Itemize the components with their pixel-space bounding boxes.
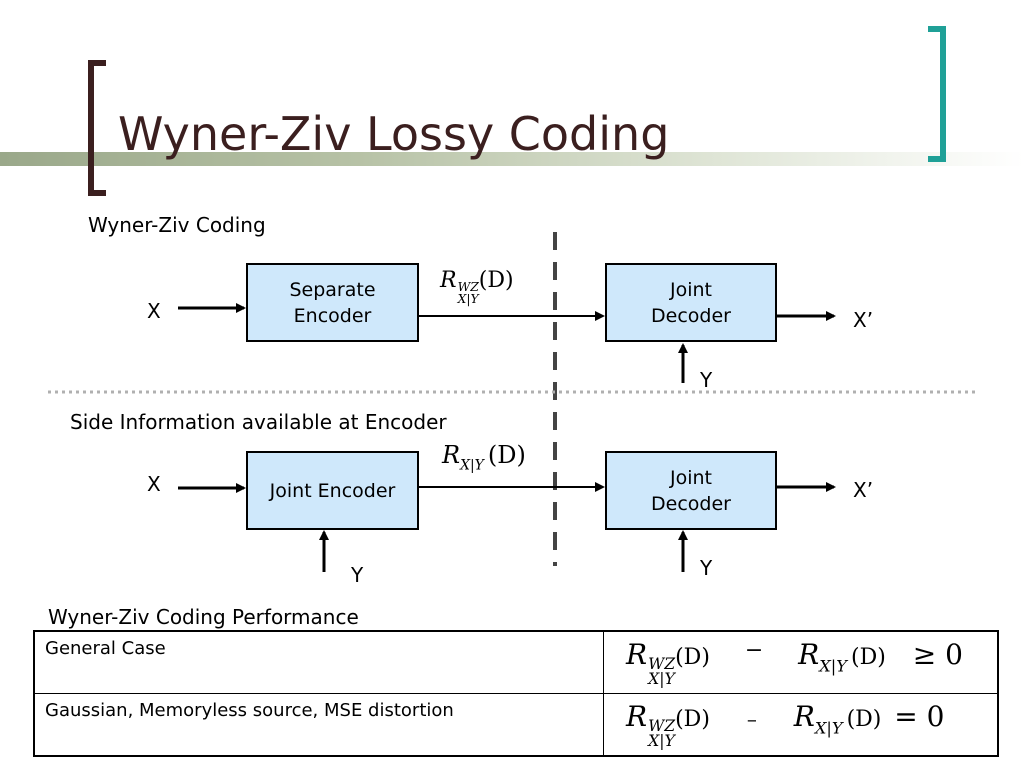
cond-rate-argument: (D): [851, 645, 886, 670]
wyner-ziv-heading: Wyner-Ziv Coding: [88, 213, 266, 237]
slide-title: Wyner-Ziv Lossy Coding: [118, 107, 670, 161]
top-decoder-line1: Joint: [669, 278, 712, 301]
cond-rate-symbol: R: [793, 700, 815, 734]
wz-rate-symbol: R: [626, 700, 648, 734]
encoder-side-info-label: Y: [351, 563, 364, 587]
bottom-decoder-line2: Decoder: [651, 492, 731, 515]
bottom-rate-subscript: X|Y: [460, 457, 484, 474]
top-joint-decoder-box: Joint Decoder: [605, 263, 777, 342]
performance-heading: Wyner-Ziv Coding Performance: [48, 605, 359, 629]
separate-encoder-line1: Separate: [289, 278, 376, 301]
wz-rate-symbol: R: [626, 638, 648, 671]
case-cell: Gaussian, Memoryless source, MSE distort…: [33, 693, 604, 757]
decoder-side-info-label: Y: [700, 556, 713, 580]
relation-value: ≥ 0: [912, 638, 963, 671]
right-bracket-decoration: [928, 26, 946, 162]
bottom-output-label: X’: [853, 478, 874, 502]
top-input-label: X: [147, 299, 161, 323]
top-output-label: X’: [853, 308, 874, 332]
joint-encoder-label: Joint Encoder: [269, 479, 396, 502]
left-bracket-decoration: [88, 60, 106, 196]
bottom-rate-expression: RX|Y(D): [442, 441, 526, 473]
minus-sign: −: [744, 638, 764, 664]
bottom-decoder-line1: Joint: [669, 466, 712, 489]
bottom-input-label: X: [147, 472, 161, 496]
title-underline-bar: [0, 152, 1024, 166]
minus-sign: –: [746, 707, 757, 732]
top-rate-superscript: WZ: [457, 279, 479, 294]
side-info-heading: Side Information available at Encoder: [70, 410, 447, 434]
cond-rate-argument: (D): [846, 707, 882, 733]
separate-encoder-line2: Encoder: [293, 304, 372, 327]
wz-rate-subscript: X|Y: [648, 731, 675, 751]
wz-rate-superscript: WZ: [648, 653, 676, 673]
joint-encoder-box: Joint Encoder: [246, 451, 419, 530]
table-row: Gaussian, Memoryless source, MSE distort…: [33, 693, 999, 757]
cond-rate-subscript: X|Y: [819, 656, 847, 676]
wz-rate-subscript: X|Y: [648, 669, 675, 689]
top-rate-symbol: R: [440, 268, 457, 293]
top-decoder-line2: Decoder: [651, 304, 731, 327]
top-side-info-label: Y: [700, 368, 713, 392]
bottom-joint-decoder-box: Joint Decoder: [605, 451, 777, 530]
bottom-rate-argument: (D): [487, 441, 526, 469]
top-rate-argument: (D): [478, 268, 514, 293]
cond-rate-symbol: R: [798, 638, 820, 671]
bottom-rate-symbol: R: [442, 441, 461, 469]
top-rate-subscript: X|Y: [457, 292, 479, 306]
cond-rate-subscript: X|Y: [814, 718, 843, 738]
wz-rate-argument: (D): [675, 645, 710, 670]
wz-rate-argument: (D): [675, 707, 710, 733]
wz-rate-superscript: WZ: [648, 715, 676, 735]
relation-value: = 0: [894, 700, 945, 734]
separate-encoder-box: Separate Encoder: [246, 263, 419, 342]
case-cell: General Case: [33, 630, 604, 695]
